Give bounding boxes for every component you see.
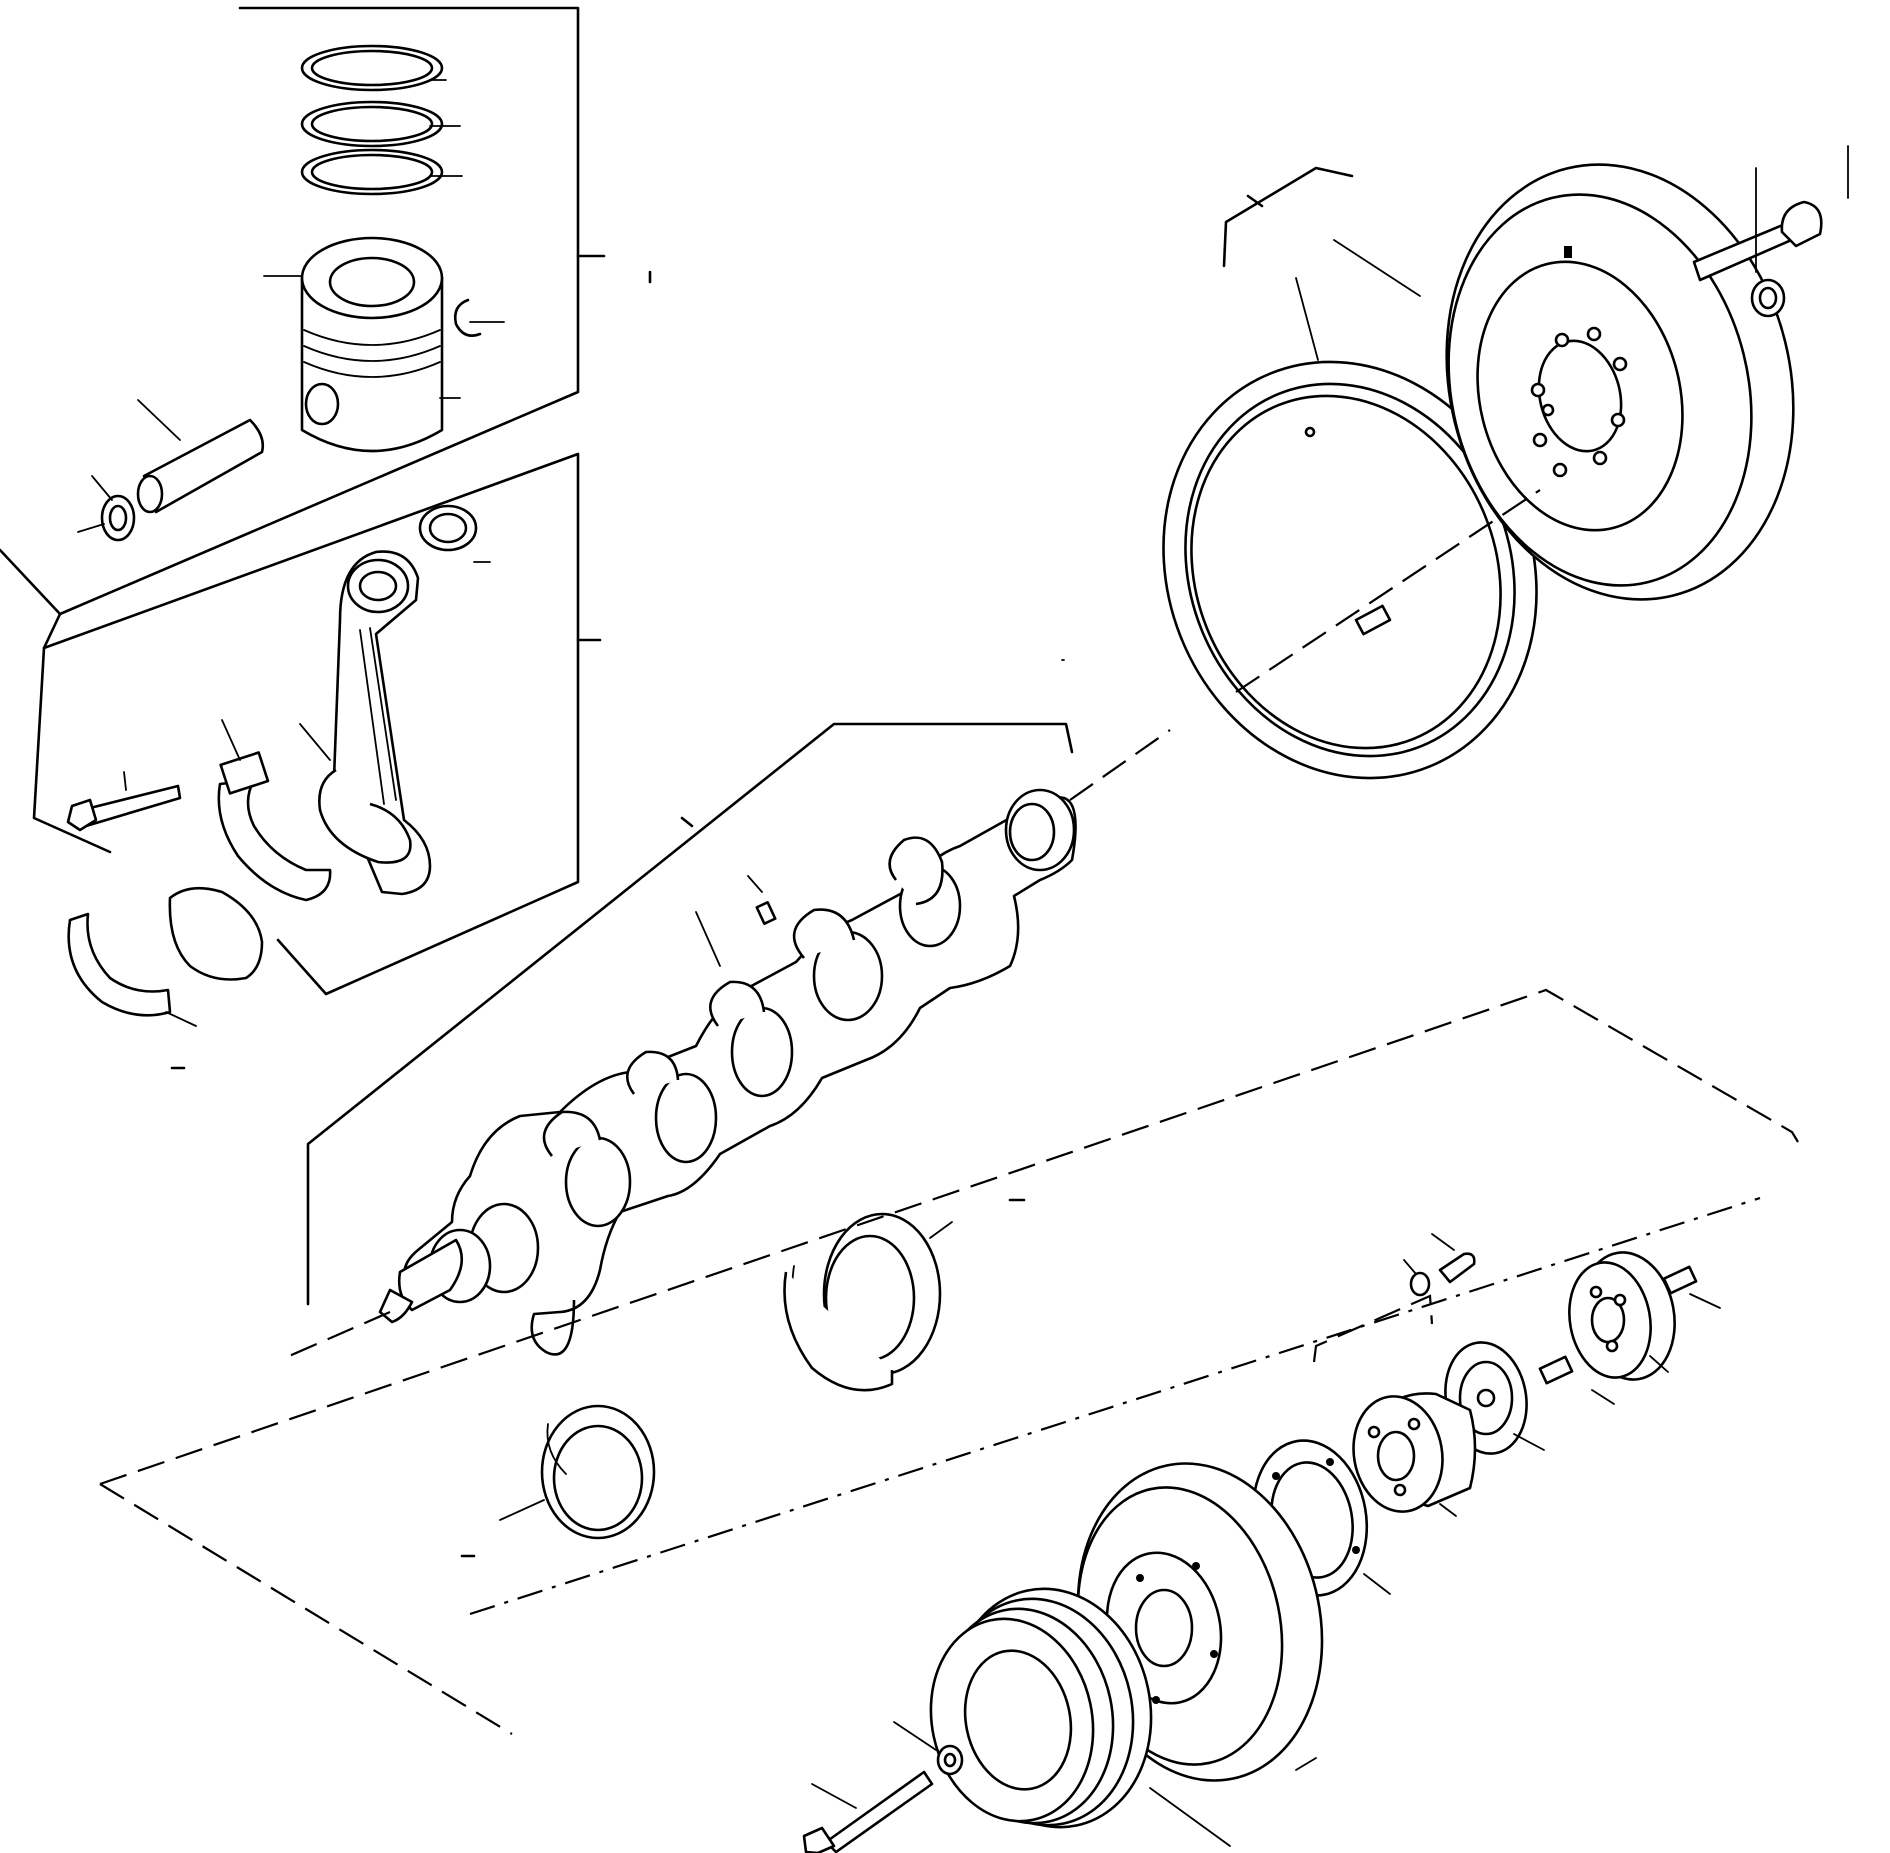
circlip-right (455, 300, 504, 336)
crank-gear-large (1561, 1245, 1685, 1387)
piston (264, 238, 460, 451)
conrod-group-frame (34, 454, 600, 994)
crankshaft-centerline (280, 730, 1170, 1360)
piston-group-frame (0, 8, 604, 614)
connecting-rod (319, 552, 430, 894)
gear-screws (1404, 1234, 1474, 1295)
small-end-bushing (420, 506, 490, 562)
crankshaft (380, 790, 1076, 1354)
rod-bearing-shells (69, 888, 262, 1068)
front-group-frame (100, 990, 1798, 1734)
flywheel-centerline (1236, 490, 1540, 692)
piston-rings (302, 46, 462, 194)
main-bearing-upper (784, 1200, 1024, 1390)
circlip-left (78, 476, 134, 540)
hub-spacer (1345, 1389, 1475, 1519)
flywheel-bolt (1694, 146, 1848, 316)
ring-gear (1102, 278, 1598, 835)
pulley-bolt (804, 1722, 962, 1853)
rod-cap (219, 720, 330, 900)
pulley (913, 1570, 1230, 1846)
leader-ticks (650, 272, 1064, 660)
gear-pins (1540, 1267, 1720, 1404)
rod-bolt (68, 772, 180, 830)
piston-pin (138, 400, 263, 512)
main-bearing-lower (462, 1406, 654, 1556)
crankshaft-frame (308, 724, 1072, 1304)
flywheel-frame (1224, 168, 1352, 266)
